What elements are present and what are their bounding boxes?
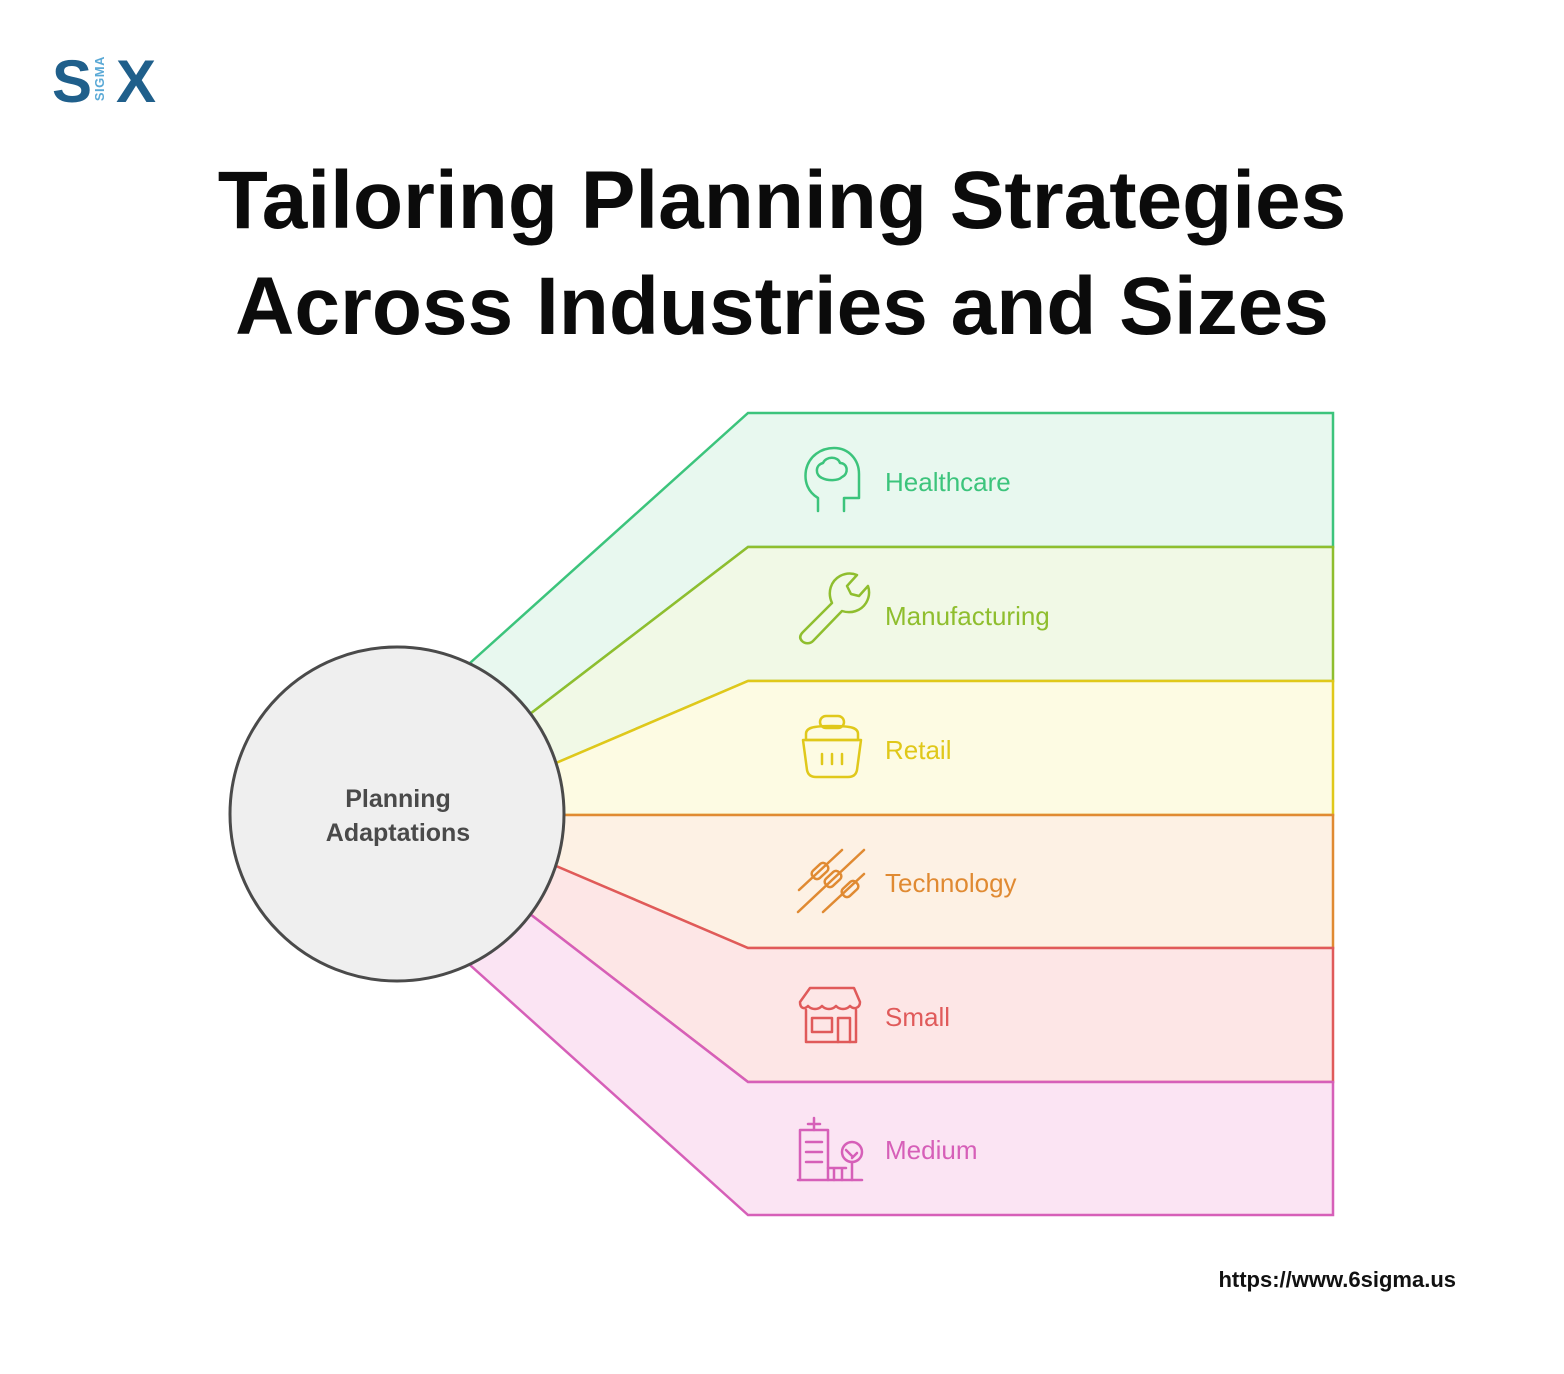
head-brain-icon (804, 446, 861, 513)
logo-x: X (116, 48, 157, 115)
band-label-medium: Medium (885, 1135, 978, 1165)
center-label-line-1: Planning (345, 785, 451, 813)
basket-icon (801, 714, 863, 779)
storefront-icon (798, 986, 862, 1044)
title-line-1: Tailoring Planning Strategies (217, 155, 1347, 246)
band-label-small: Small (885, 1002, 951, 1032)
band-label-technology: Technology (885, 868, 1017, 898)
band-label-healthcare: Healthcare (885, 467, 1011, 497)
center-label: Planning Adaptations (282, 782, 514, 850)
title-line-2: Across Industries and Sizes (235, 261, 1329, 352)
circuit-icon (796, 848, 866, 914)
band-label-retail: Retail (885, 735, 952, 765)
wrench-icon (798, 572, 871, 645)
footer-url[interactable]: https://www.6sigma.us (1218, 1267, 1456, 1292)
sixsigma-logo: S SIGMA X (52, 50, 182, 114)
center-circle (228, 645, 566, 983)
center-label-line-2: Adaptations (325, 819, 471, 847)
page-title: Tailoring Planning Strategies Across Ind… (0, 148, 1564, 360)
logo-s: S (52, 48, 93, 115)
office-building-icon (796, 1116, 864, 1182)
band-label-manufacturing: Manufacturing (885, 601, 1050, 631)
